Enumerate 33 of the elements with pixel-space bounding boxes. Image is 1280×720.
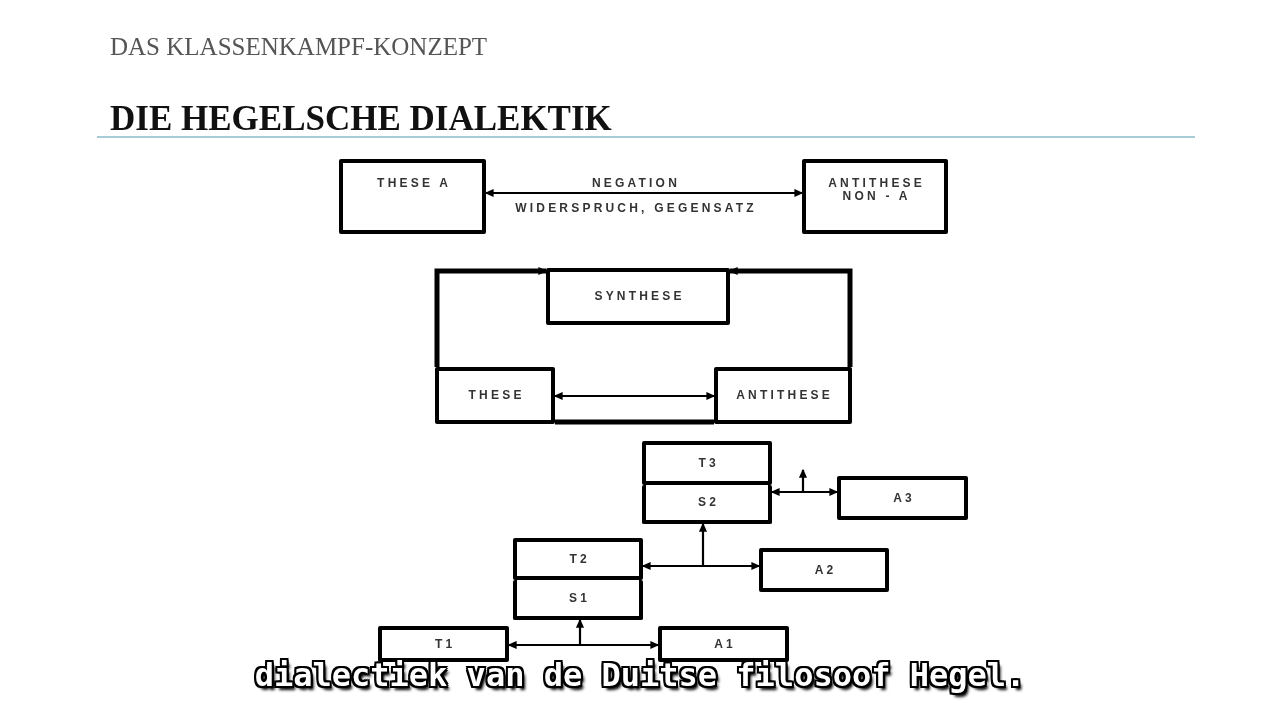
connector-line [555, 419, 714, 425]
annotation-text: WIDERSPRUCH, GEGENSATZ [515, 201, 757, 215]
concept-box [802, 159, 948, 234]
term-label: S2 [698, 496, 720, 509]
term-label: THESE [468, 389, 525, 402]
term-label: A1 [714, 637, 736, 651]
term-label: ANTITHESE [736, 389, 833, 402]
concept-box [714, 367, 852, 424]
concept-box [435, 367, 555, 424]
term-label: T3 [698, 456, 719, 470]
concept-box [513, 580, 643, 620]
concept-box [642, 485, 772, 524]
arrow [434, 266, 548, 367]
concept-box [837, 476, 968, 520]
term-label: S1 [569, 591, 591, 605]
concept-box [759, 548, 889, 592]
concept-box [513, 538, 643, 580]
concept-box [546, 268, 730, 325]
term-label: SYNTHESE [594, 290, 685, 303]
concept-box [339, 159, 486, 234]
term-label: ANTITHESE NON - A [827, 177, 926, 203]
section-header: DAS KLASSENKAMPF-KONZEPT [110, 33, 488, 61]
term-label: T2 [569, 552, 590, 566]
arrow [728, 266, 853, 367]
slide-title: DIE HEGELSCHE DIALEKTIK [110, 103, 612, 135]
concept-box [642, 441, 772, 485]
term-label: A3 [893, 491, 915, 505]
term-label: THESE A [377, 177, 452, 190]
term-label: T1 [434, 637, 456, 651]
edge-label: NEGATION [592, 176, 680, 190]
arrow [575, 618, 585, 645]
arrow [698, 522, 708, 566]
term-label: A2 [814, 563, 837, 577]
